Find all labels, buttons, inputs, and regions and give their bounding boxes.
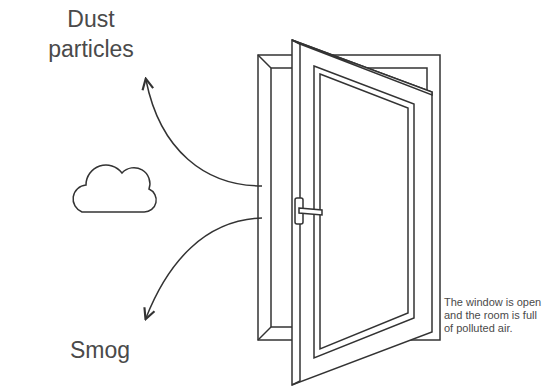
label-text: Dust particles xyxy=(30,4,152,64)
window-handle xyxy=(295,198,322,224)
cloud-symbol xyxy=(73,165,156,212)
flow-arrow xyxy=(146,80,262,186)
flow-arrow xyxy=(146,218,262,318)
note-text: The window is open and the room is full … xyxy=(444,296,544,335)
label-text: Smog xyxy=(50,335,150,365)
window-sash xyxy=(292,40,432,385)
